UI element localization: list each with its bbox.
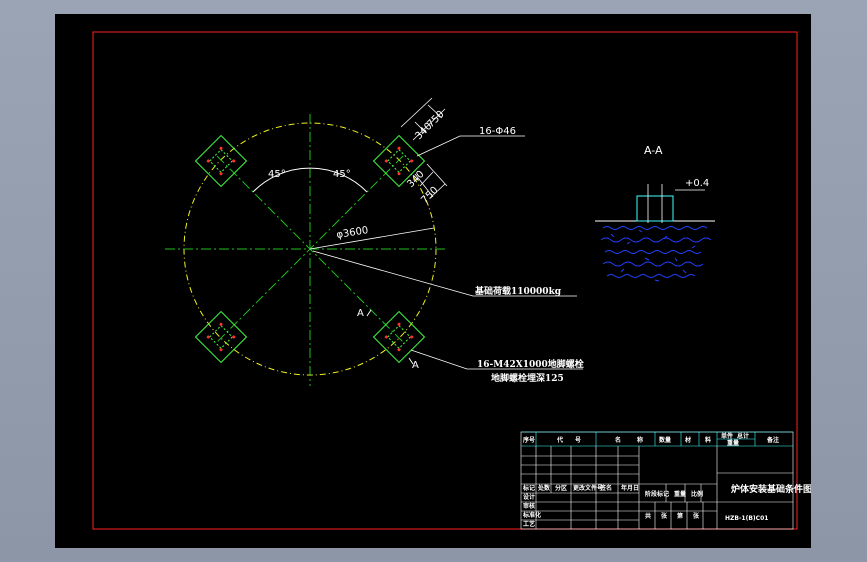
tb-header-weight: 重量 (727, 439, 739, 447)
tb-drawing-title: 炉体安装基础条件图 (731, 483, 811, 495)
dim-340-bottom: 340 (405, 169, 426, 190)
section-mark-line-1 (366, 309, 372, 317)
tb-header-total: 总计 (737, 432, 749, 440)
tb-header-unit: 单件 (721, 432, 733, 440)
tb-sheet-label-1: 张 (661, 512, 668, 520)
tb-drawing-code: HZB-1(B)C01 (725, 515, 768, 522)
tb-label-change: 更改文件号 (573, 484, 603, 492)
holes-leader (416, 135, 525, 157)
angle-left-label: 45° (268, 169, 286, 180)
pad-top-right (372, 134, 426, 188)
angle-arc (252, 167, 368, 193)
pad-bottom-right (372, 310, 426, 364)
load-leader (312, 250, 577, 297)
tb-phase-mark: 阶段标记 (645, 490, 669, 498)
cad-drawing-frame: 45° 45° (55, 14, 812, 548)
angle-right-label: 45° (333, 169, 351, 180)
dim-diameter: φ3600 (336, 225, 369, 241)
tb-role-std: 标准化 (522, 511, 541, 519)
title-block-text: 序号 代 号 名 称 数量 材 料 单件 总计 重量 备注 标记 处数 分区 更… (522, 432, 812, 528)
cad-drawing: 45° 45° (92, 31, 812, 530)
tb-page-label: 第 (676, 512, 683, 520)
tb-header-qty: 数量 (659, 436, 671, 444)
tb-role-review: 审核 (523, 502, 535, 510)
tb-role-process: 工艺 (523, 520, 535, 528)
tb-header-remark: 备注 (766, 436, 779, 444)
tb-header-mat1: 材 (684, 436, 691, 444)
pad-bottom-left (194, 310, 248, 364)
tb-sheet-label-2: 张 (693, 512, 700, 520)
tb-total-label: 共 (645, 512, 651, 520)
tb-label-mark: 标记 (522, 484, 535, 492)
tb-label-count: 处数 (537, 484, 551, 492)
tb-header-mat2: 料 (705, 436, 711, 444)
pad-section (636, 195, 674, 222)
tb-phase-weight: 重量 (674, 490, 686, 498)
tb-header-name2: 称 (637, 436, 643, 444)
foundation-plan-view: 45° 45° (165, 97, 584, 386)
section-mark-a2: A (412, 360, 419, 371)
tol-label: +0.4 (685, 178, 709, 189)
bolts-callout-line1: 16-M42X1000地脚螺栓 (477, 358, 584, 370)
title-block (520, 431, 794, 530)
diameter-leader (309, 227, 435, 250)
dim-750-bottom: 750 (419, 185, 440, 206)
tb-role-design: 设计 (523, 493, 535, 501)
section-view: A-A +0.4 (595, 144, 715, 287)
load-callout: 基础荷载110000kg (474, 285, 562, 297)
bolts-callout-line2: 地脚螺栓埋深125 (491, 372, 564, 384)
section-mark-line-2 (408, 357, 414, 365)
tb-label-sign: 签名 (599, 484, 612, 492)
holes-callout: 16-Φ46 (479, 126, 516, 137)
tb-header-code2: 号 (575, 436, 581, 444)
pad-top-left (194, 134, 248, 188)
tb-header-seq: 序号 (522, 436, 535, 444)
tb-header-name1: 名 (615, 436, 621, 444)
tb-label-zone: 分区 (555, 484, 567, 492)
tb-header-code1: 代 (556, 436, 563, 444)
section-title: A-A (644, 144, 663, 157)
bolts-leader (410, 349, 583, 370)
concrete-hatch (599, 223, 712, 287)
pad-dimension-lines (400, 97, 448, 199)
section-mark-a1: A (357, 308, 364, 319)
tb-phase-scale: 比例 (691, 490, 703, 498)
drawing-border (92, 31, 798, 530)
tb-label-date: 年月日 (621, 484, 639, 492)
